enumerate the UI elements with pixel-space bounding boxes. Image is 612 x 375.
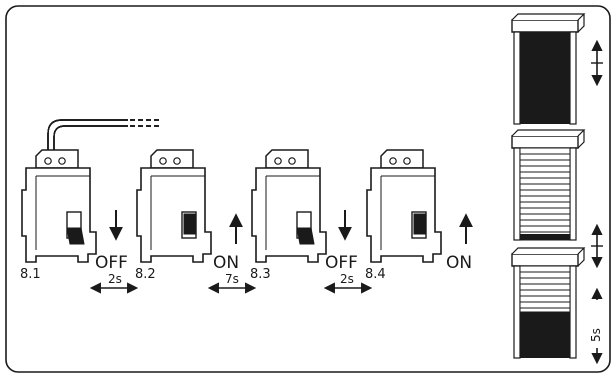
shutter-1 <box>511 13 586 125</box>
shutter-rail-left <box>513 265 521 359</box>
shutter-rail-right <box>569 147 577 241</box>
devices <box>21 149 442 263</box>
cable-dash-4 <box>130 119 160 127</box>
step-label-4: 8.4 <box>365 267 386 282</box>
switch-lever <box>66 227 85 245</box>
shutter-housing <box>511 19 579 33</box>
shutter-housing-side <box>577 14 585 33</box>
cables <box>47 119 160 155</box>
shutter-housing-top <box>511 247 586 255</box>
shutter-housing-side <box>577 248 585 267</box>
step-label-3: 8.3 <box>250 267 271 282</box>
breaker-1 <box>21 149 97 263</box>
terminal-block <box>265 149 309 169</box>
terminal-screw <box>389 157 397 165</box>
shutter-curtain <box>519 147 571 241</box>
shutter-curtain-upper <box>519 265 571 313</box>
step-label-2: 8.2 <box>135 267 156 282</box>
terminal-screw <box>173 157 181 165</box>
terminal-block <box>380 149 424 169</box>
shutter-housing-top <box>511 129 586 137</box>
cable-dash-3 <box>130 119 160 127</box>
duration-label-1: 2s <box>108 272 122 286</box>
terminal-screw <box>159 157 167 165</box>
shutter-rail-right <box>569 265 577 359</box>
action-label-1: OFF <box>95 253 128 273</box>
terminal-screw <box>58 157 66 165</box>
breaker-4 <box>366 149 442 263</box>
shutter-bottom-bar <box>520 234 570 240</box>
switch-lever <box>183 213 196 235</box>
arrows <box>89 39 603 365</box>
cable-dash-2 <box>130 119 160 127</box>
action-label-3: OFF <box>325 253 358 273</box>
action-label-2: ON <box>213 253 239 273</box>
shutter-rail-left <box>513 31 521 125</box>
terminal-screw <box>44 157 52 165</box>
breaker-2 <box>136 149 212 263</box>
action-label-4: ON <box>446 253 472 273</box>
shutter-curtain <box>520 32 570 124</box>
terminal-block <box>150 149 194 169</box>
breaker-body <box>251 167 327 263</box>
duration-label-3: 2s <box>340 272 354 286</box>
switch-lever <box>413 213 426 235</box>
cable-dash-1 <box>130 119 160 127</box>
step-label-1: 8.1 <box>20 267 41 282</box>
shutter-housing <box>511 135 579 149</box>
shutter-housing <box>511 253 579 267</box>
shutter-3 <box>511 247 586 359</box>
breaker-body <box>136 167 212 263</box>
breaker-3 <box>251 149 327 263</box>
shutter-curtain-lower <box>520 312 570 358</box>
terminal-screw <box>288 157 296 165</box>
terminal-screw <box>274 157 282 165</box>
shutter-2 <box>511 129 586 241</box>
cable-4 <box>47 119 128 155</box>
switch-lever <box>296 227 315 245</box>
breaker-body <box>366 167 442 263</box>
shutter-rail-right <box>569 31 577 125</box>
outer-frame <box>5 5 611 373</box>
shutter-housing-top <box>511 13 586 21</box>
terminal-screw <box>403 157 411 165</box>
shutters <box>511 13 586 359</box>
cable-inner-4 <box>53 125 128 155</box>
duration-label-2: 7s <box>225 272 239 286</box>
breaker-body <box>21 167 97 263</box>
shutter-housing-side <box>577 130 585 149</box>
terminal-block <box>35 149 79 169</box>
shutter-rail-left <box>513 147 521 241</box>
shutter-time-label: 5s <box>589 328 603 342</box>
